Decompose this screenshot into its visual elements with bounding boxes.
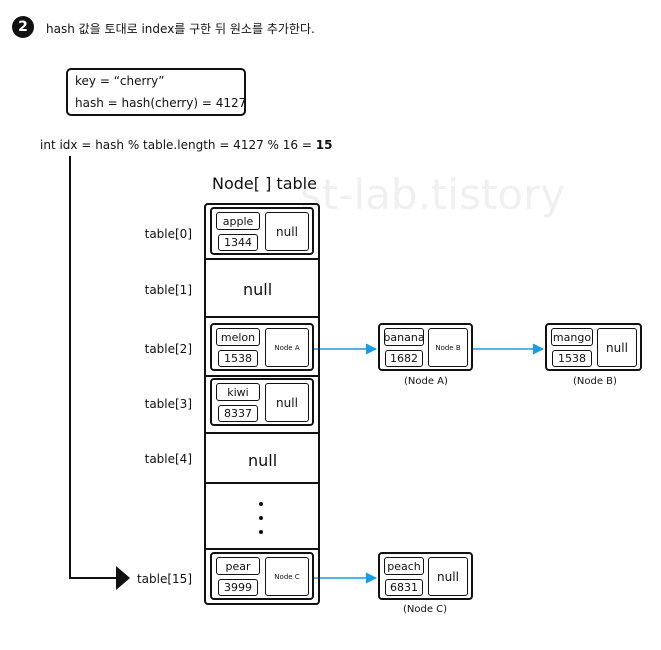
node-value: 1538 (218, 350, 258, 367)
row-divider (206, 432, 318, 434)
step-number-badge: 2 (12, 16, 34, 38)
index-formula: int idx = hash % table.length = 4127 % 1… (40, 138, 332, 152)
table-title: Node[ ] table (212, 174, 317, 193)
node-next-pointer: Node B (428, 328, 468, 367)
node-table (204, 203, 320, 605)
node-value: 1344 (218, 234, 258, 251)
row-divider (206, 548, 318, 550)
row-label-table-1: table[1] (144, 283, 192, 297)
row-divider (206, 258, 318, 260)
node-value: 3999 (218, 579, 258, 596)
node-next-pointer: Node A (265, 328, 309, 367)
node-value: 8337 (218, 405, 258, 422)
step-description: hash 값을 토대로 index를 구한 뒤 원소를 추가한다. (46, 22, 315, 36)
node-value: 1538 (552, 350, 592, 367)
index-result: 15 (315, 138, 333, 152)
chain-node-a: banana 1682 Node B (378, 323, 473, 371)
table-2-node: melon 1538 Node A (210, 323, 314, 371)
table-1-null: null (243, 280, 273, 299)
node-next-pointer: Node C (265, 557, 309, 596)
node-value: 6831 (385, 579, 423, 596)
hash-line: hash = hash(cherry) = 4127 (75, 96, 247, 110)
node-key: melon (216, 328, 260, 346)
node-key: apple (216, 212, 260, 230)
node-key: kiwi (216, 383, 260, 401)
node-value: 1682 (385, 350, 423, 367)
key-hash-box: key = “cherry” hash = hash(cherry) = 412… (66, 68, 246, 116)
ellipsis-dot (259, 530, 263, 534)
ellipsis-dot (259, 516, 263, 520)
node-key: mango (551, 328, 593, 346)
table-0-node: apple 1344 null (210, 207, 314, 255)
chain-node-c: peach 6831 null (378, 552, 473, 600)
node-c-caption: (Node C) (403, 604, 448, 615)
node-next-pointer: null (265, 212, 309, 251)
table-3-node: kiwi 8337 null (210, 378, 314, 426)
row-label-table-2: table[2] (144, 342, 192, 356)
key-line: key = “cherry” (75, 74, 165, 88)
watermark: st-lab.tistory (300, 170, 566, 219)
chain-node-b: mango 1538 null (545, 323, 642, 371)
ellipsis-dot (259, 502, 263, 506)
index-arrow-head (116, 566, 130, 590)
row-label-table-15: table[15] (136, 572, 192, 586)
index-formula-text: int idx = hash % table.length = 4127 % 1… (40, 138, 316, 152)
row-label-table-4: table[4] (144, 452, 192, 466)
node-key: banana (383, 328, 425, 346)
row-label-table-0: table[0] (144, 227, 192, 241)
row-divider (206, 482, 318, 484)
node-key: pear (216, 557, 260, 575)
node-next-pointer: null (265, 383, 309, 422)
table-15-node: pear 3999 Node C (210, 552, 314, 600)
row-divider (206, 316, 318, 318)
row-label-table-3: table[3] (144, 397, 192, 411)
index-path-line (69, 156, 116, 579)
node-a-caption: (Node A) (404, 376, 448, 387)
table-4-null: null (248, 451, 278, 470)
row-divider (206, 375, 318, 377)
node-next-pointer: null (428, 557, 468, 596)
node-key: peach (384, 557, 424, 575)
node-next-pointer: null (597, 328, 637, 367)
node-b-caption: (Node B) (573, 376, 617, 387)
